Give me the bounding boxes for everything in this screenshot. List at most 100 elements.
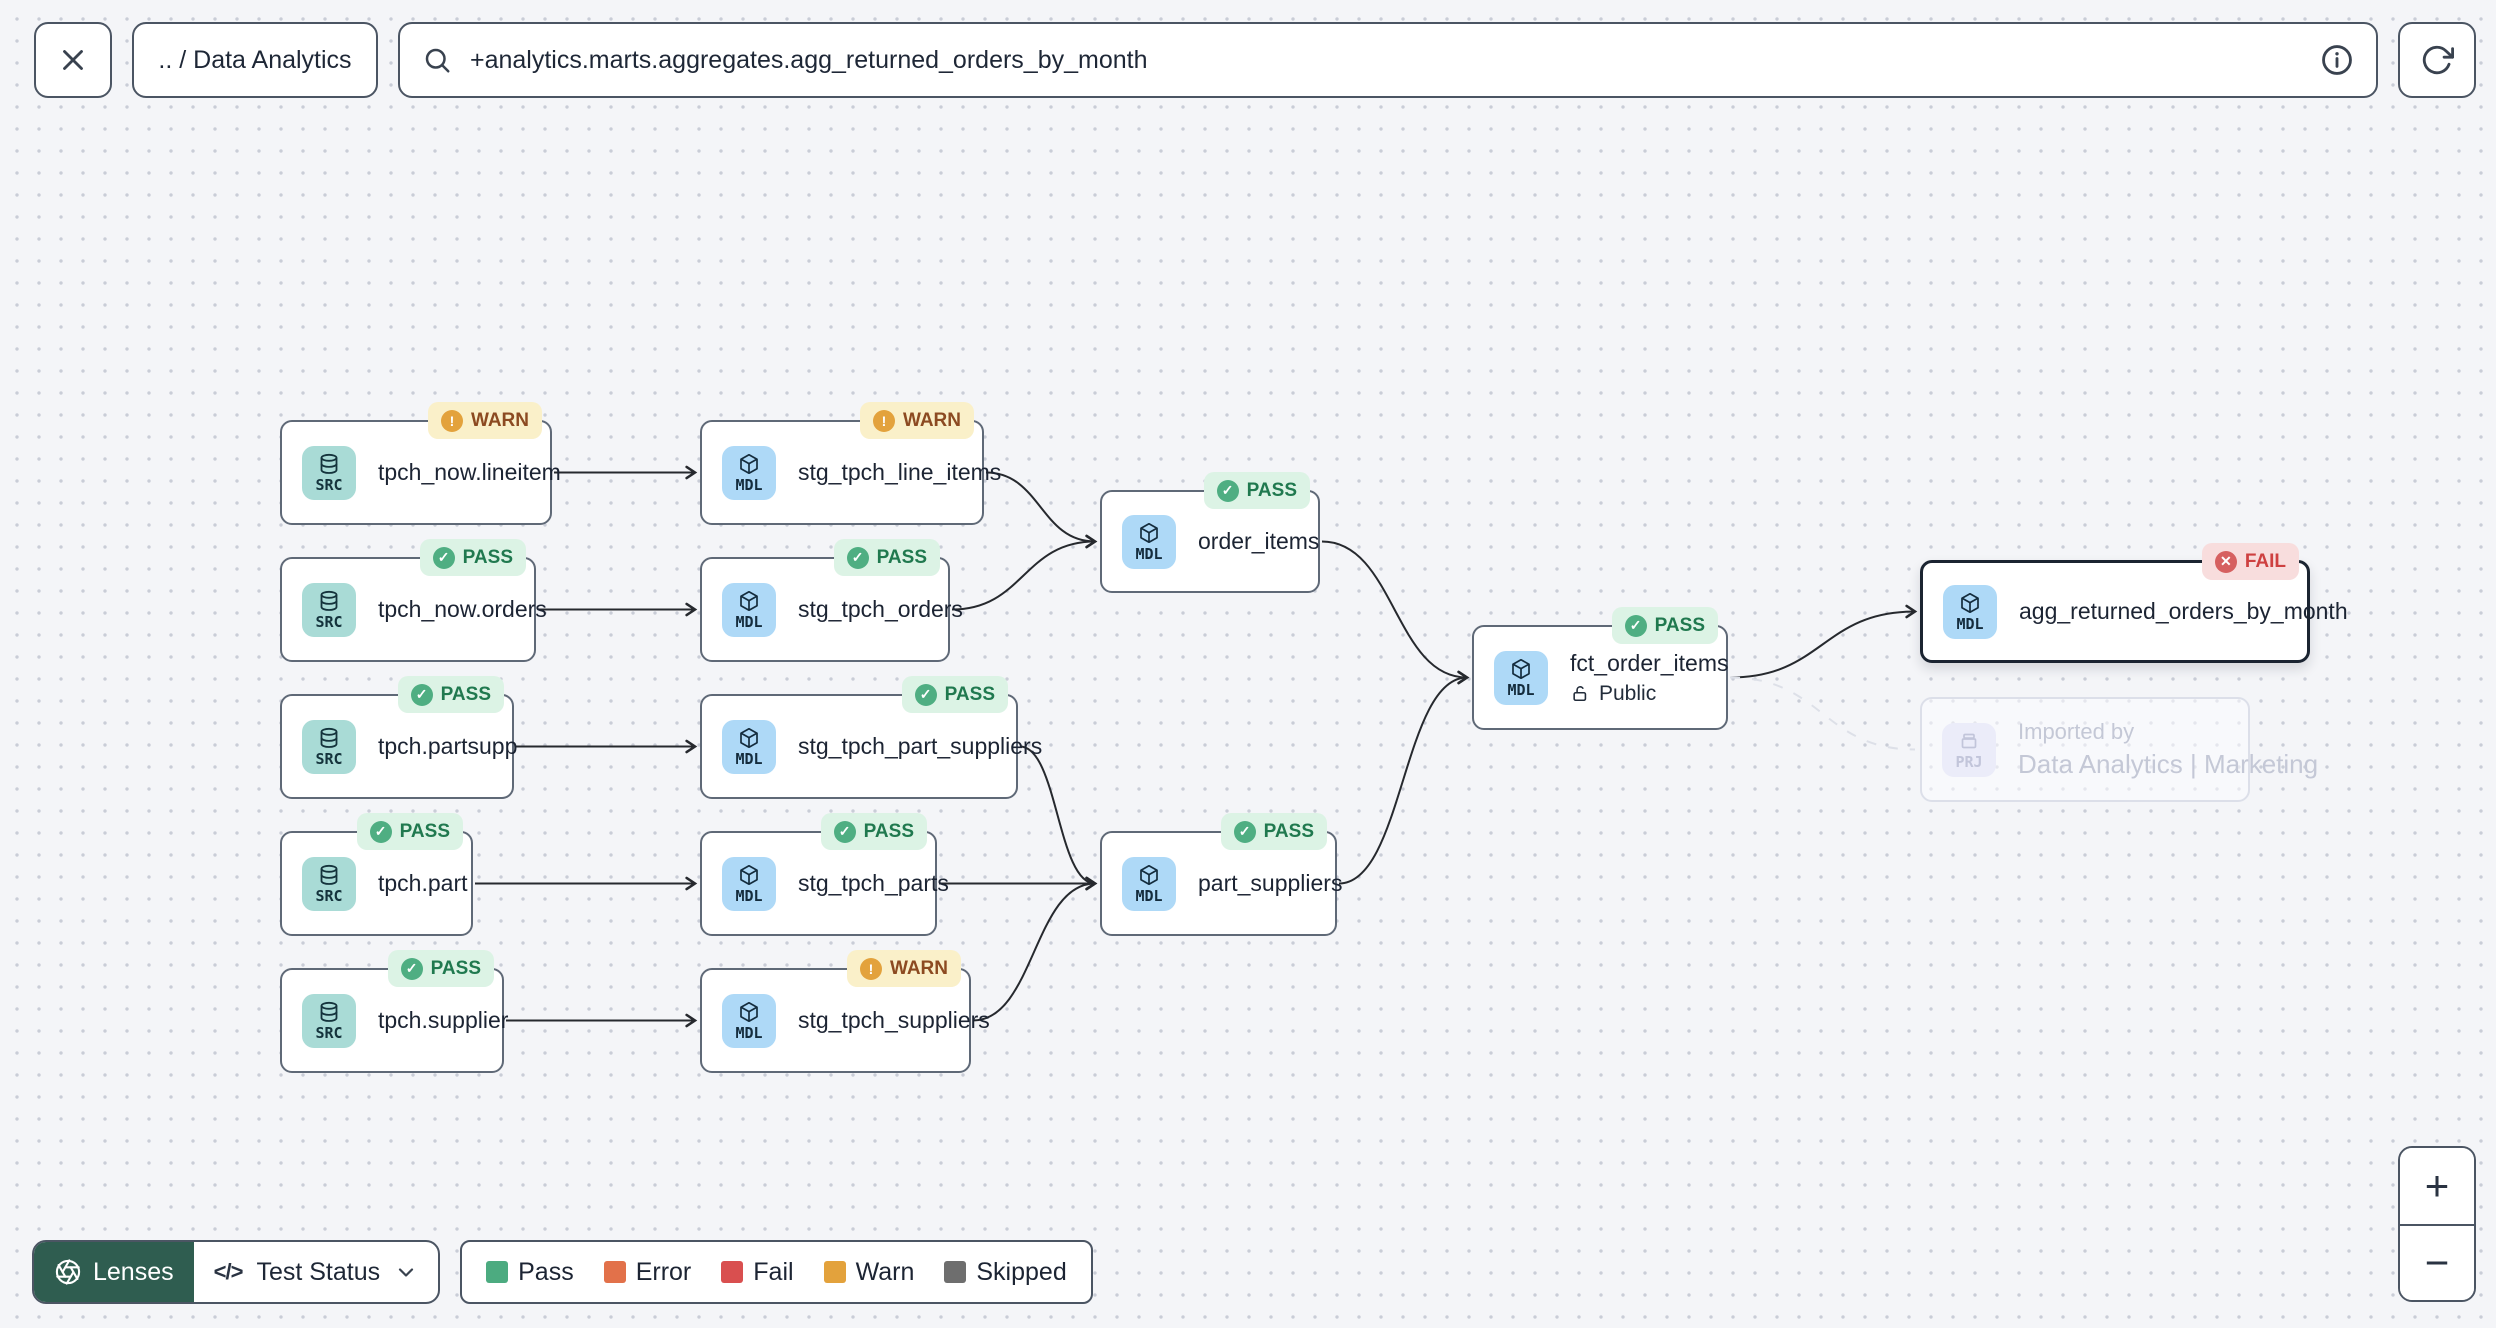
graph-node-tpch_part[interactable]: ✓ PASS SRC tpch.part — [280, 813, 473, 936]
graph-node-agg_returned_orders_by_month[interactable]: ✕ FAIL MDL agg_returned_orders_by_month — [1920, 543, 2348, 663]
node-type-label: MDL — [735, 475, 763, 494]
zoom-controls: + − — [2398, 1146, 2476, 1302]
legend-swatch — [486, 1261, 509, 1283]
legend-item-error: Error — [603, 1258, 691, 1287]
lock-open-icon — [1570, 684, 1590, 704]
status-badge: ! WARN — [846, 950, 961, 987]
status-label: PASS — [863, 820, 914, 842]
graph-node-stg_tpch_parts[interactable]: ✓ PASS MDL stg_tpch_parts — [700, 813, 949, 936]
graph-node-tpch_supplier[interactable]: ✓ PASS SRC tpch.supplier — [280, 950, 508, 1073]
status-label: WARN — [889, 957, 948, 979]
zoom-out-button[interactable]: − — [2400, 1224, 2474, 1300]
status-label: WARN — [902, 409, 961, 431]
legend-label: Pass — [518, 1257, 574, 1286]
node-text: stg_tpch_suppliers — [798, 1007, 990, 1034]
graph-node-stg_tpch_orders[interactable]: ✓ PASS MDL stg_tpch_orders — [700, 539, 963, 662]
node-label: order_items — [1198, 528, 1320, 554]
status-badge: ! WARN — [859, 402, 974, 439]
node-type-label: SRC — [315, 1023, 343, 1042]
status-badge: ✓ PASS — [419, 539, 526, 576]
zoom-in-button[interactable]: + — [2400, 1148, 2474, 1224]
node-type-icon: MDL — [722, 445, 776, 500]
node-type-label: MDL — [1135, 544, 1163, 563]
node-text: tpch.supplier — [378, 1007, 508, 1034]
node-type-label: MDL — [735, 1023, 763, 1042]
node-label: fct_order_items — [1570, 649, 1729, 676]
node-label: Imported by — [2018, 719, 2135, 744]
breadcrumb-button[interactable]: .. / Data Analytics — [132, 22, 378, 98]
legend-swatch — [944, 1261, 967, 1283]
refresh-icon — [2422, 45, 2454, 75]
node-text: fct_order_items Public — [1570, 650, 1729, 706]
status-icon: ✓ — [369, 820, 392, 843]
status-icon: ✓ — [914, 683, 937, 706]
status-label: PASS — [1263, 820, 1314, 842]
graph-node-stg_tpch_line_items[interactable]: ! WARN MDL stg_tpch_line_items — [700, 402, 1001, 525]
graph-node-tpch_partsupp[interactable]: ✓ PASS SRC tpch.partsupp — [280, 676, 517, 799]
node-type-label: MDL — [735, 886, 763, 905]
status-label: PASS — [462, 546, 513, 568]
edge-stg_tpch_part_suppliers-to-part_suppliers — [1019, 745, 1098, 891]
graph-node-stg_tpch_part_suppliers[interactable]: ✓ PASS MDL stg_tpch_part_suppliers — [700, 676, 1042, 799]
node-type-label: SRC — [315, 475, 343, 494]
node-access-label: Public — [1599, 681, 1657, 705]
edge-fct_order_items-to-imported_by — [1729, 676, 1916, 751]
node-label: stg_tpch_suppliers — [798, 1007, 990, 1033]
lens-selector[interactable]: </> Test Status — [194, 1242, 438, 1302]
lens-pill: Lenses </> Test Status — [32, 1240, 441, 1304]
graph-node-fct_order_items[interactable]: ✓ PASS MDL fct_order_items Public — [1472, 607, 1729, 730]
graph-node-order_items[interactable]: ✓ PASS MDL order_items — [1100, 472, 1320, 593]
legend-label: Fail — [753, 1257, 794, 1286]
status-icon: ✓ — [1233, 820, 1256, 843]
node-text: part_suppliers — [1198, 870, 1342, 897]
search-icon — [425, 48, 450, 73]
lenses-label: Lenses — [93, 1257, 174, 1286]
legend-label: Skipped — [976, 1257, 1067, 1286]
node-type-icon: MDL — [1122, 514, 1176, 569]
node-type-label: MDL — [735, 749, 763, 768]
node-text: stg_tpch_line_items — [798, 459, 1001, 486]
node-text: agg_returned_orders_by_month — [2019, 598, 2348, 625]
search-bar[interactable] — [398, 22, 2378, 98]
status-icon: ✓ — [833, 820, 856, 843]
breadcrumb: .. / Data Analytics — [158, 45, 352, 74]
graph-node-tpch_now_lineitem[interactable]: ! WARN SRC tpch_now.lineitem — [280, 402, 561, 525]
status-badge: ✓ PASS — [397, 676, 504, 713]
test-status-legend: Pass Error Fail Warn Skipped — [460, 1240, 1093, 1304]
active-lens-label: Test Status — [256, 1257, 381, 1286]
node-text: Imported by Data Analytics | Marketing — [2018, 719, 2318, 780]
graph-node-tpch_now_orders[interactable]: ✓ PASS SRC tpch_now.orders — [280, 539, 547, 662]
status-badge: ✓ PASS — [387, 950, 494, 987]
legend-item-fail: Fail — [721, 1257, 794, 1287]
node-type-icon: MDL — [722, 856, 776, 911]
legend-swatch — [603, 1261, 626, 1283]
edge-stg_tpch_suppliers-to-part_suppliers — [972, 876, 1098, 1022]
lenses-button[interactable]: Lenses — [34, 1242, 194, 1302]
legend-item-pass: Pass — [486, 1258, 574, 1287]
status-icon: ! — [859, 957, 882, 980]
legend-item-warn: Warn — [823, 1258, 914, 1287]
status-label: PASS — [944, 683, 995, 705]
status-label: PASS — [1654, 614, 1705, 636]
node-label: stg_tpch_parts — [798, 870, 949, 896]
graph-node-imported_by[interactable]: PRJ Imported by Data Analytics | Marketi… — [1920, 697, 2318, 802]
info-icon[interactable] — [2320, 43, 2354, 77]
status-badge: ✓ PASS — [901, 676, 1008, 713]
node-type-icon: MDL — [722, 719, 776, 774]
node-type-icon: SRC — [302, 445, 356, 500]
close-button[interactable] — [34, 22, 112, 98]
node-text: stg_tpch_parts — [798, 870, 949, 897]
node-type-label: MDL — [735, 612, 763, 631]
status-badge: ✓ PASS — [1203, 472, 1310, 509]
node-type-icon: SRC — [302, 582, 356, 637]
refresh-button[interactable] — [2398, 22, 2476, 98]
status-badge: ✓ PASS — [820, 813, 927, 850]
lineage-bottombar: Lenses </> Test Status Pass Error Fail Warn… — [32, 1240, 1093, 1304]
status-label: WARN — [470, 409, 529, 431]
graph-node-part_suppliers[interactable]: ✓ PASS MDL part_suppliers — [1100, 813, 1342, 936]
graph-node-stg_tpch_suppliers[interactable]: ! WARN MDL stg_tpch_suppliers — [700, 950, 990, 1073]
search-input[interactable] — [468, 23, 2304, 97]
node-type-label: PRJ — [1955, 752, 1983, 771]
